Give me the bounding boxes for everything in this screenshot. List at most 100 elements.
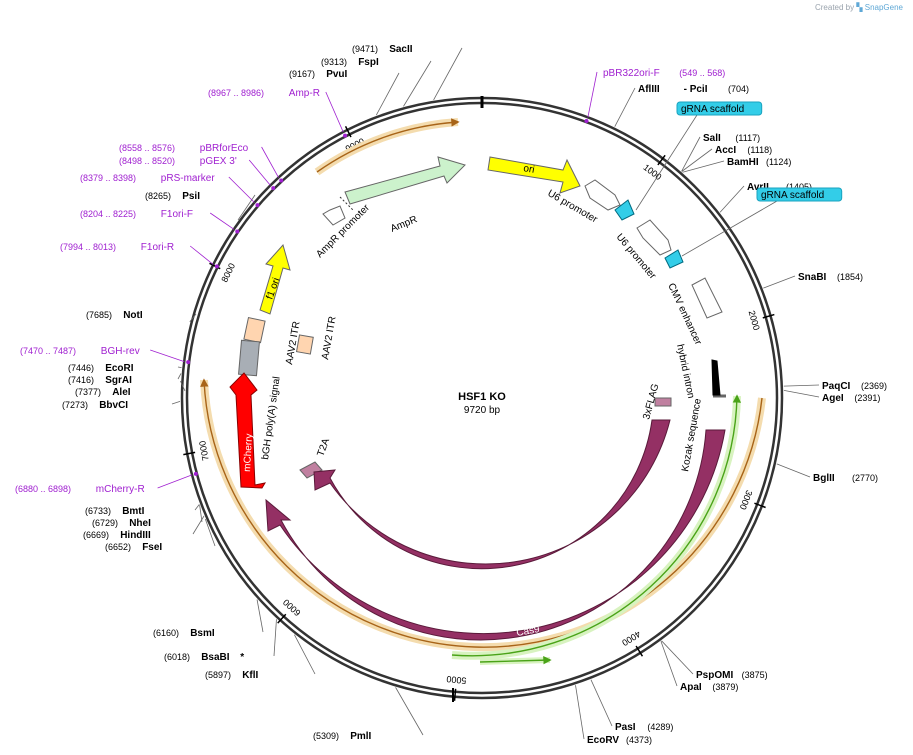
- enzyme-position: (9167): [289, 69, 315, 79]
- enzyme-site[interactable]: (9167)PvuI: [289, 69, 348, 80]
- enzyme-leader-line: [719, 185, 745, 213]
- enzyme-position: (6733): [85, 506, 111, 516]
- mcherry-label: mCherry: [242, 433, 255, 472]
- primer-site[interactable]: (8204 .. 8225)F1ori-F: [80, 209, 193, 220]
- enzyme-leader-line: [783, 389, 820, 398]
- enzyme-site[interactable]: (7273)BbvCI: [62, 400, 128, 411]
- enzyme-site[interactable]: (9471)SacII: [352, 44, 413, 55]
- enzyme-site[interactable]: (7446)EcoRI: [68, 363, 134, 374]
- enzyme-name: EcoRI: [105, 363, 134, 374]
- enzyme-site[interactable]: (7685)NotI: [86, 310, 143, 321]
- enzyme-name: SnaBI: [798, 272, 827, 283]
- enzyme-site[interactable]: PaqCI(2369): [822, 381, 887, 392]
- enzyme-site[interactable]: (5897)KflI: [205, 670, 259, 681]
- enzyme-site[interactable]: AgeI(2391): [822, 393, 880, 404]
- enzyme-position: (6160): [153, 628, 179, 638]
- enzyme-site[interactable]: AflIII- PciI(704): [638, 84, 749, 95]
- primer-site[interactable]: (8967 .. 8986)Amp-R: [208, 88, 320, 99]
- enzyme-site[interactable]: SnaBI(1854): [798, 272, 863, 283]
- enzyme-site[interactable]: SalI(1117): [703, 133, 760, 144]
- cas9-outer-feature[interactable]: [265, 429, 726, 641]
- enzyme-site[interactable]: (8265)PsiI: [145, 191, 200, 202]
- t2a-feature[interactable]: [299, 461, 323, 479]
- primer-site[interactable]: (8498 .. 8520)pGEX 3': [119, 156, 237, 167]
- enzyme-site[interactable]: BglII(2770): [813, 473, 878, 484]
- enzyme-name: PasI: [615, 722, 636, 733]
- enzyme-position: (3879): [712, 682, 738, 692]
- ori-feature[interactable]: [487, 156, 581, 194]
- cmv-enhancer-feature[interactable]: [691, 277, 723, 319]
- enzyme-leader-line: [661, 640, 694, 675]
- primer-site[interactable]: (7994 .. 8013)F1ori-R: [60, 242, 174, 253]
- enzyme-site[interactable]: EcoRV(4373): [587, 735, 652, 746]
- enzyme-site[interactable]: (6733)BmtI: [85, 506, 145, 517]
- enzyme-site[interactable]: BamHI(1124): [727, 157, 791, 168]
- primer-leader-line: [587, 71, 598, 118]
- aav2-itr-2-feature[interactable]: [295, 334, 314, 355]
- u6-promoter-1-feature[interactable]: [584, 179, 621, 211]
- created-by-credit: Created by ▚ SnapGene: [815, 3, 903, 12]
- ori-label: ori: [522, 163, 535, 176]
- enzyme-site[interactable]: (6160)BsmI: [153, 628, 215, 639]
- primer-mark: [271, 186, 276, 191]
- enzyme-site[interactable]: PasI (4289): [615, 722, 673, 733]
- enzyme-site[interactable]: ApaI (3879): [680, 682, 738, 693]
- cas9-inner-feature[interactable]: [313, 419, 671, 570]
- enzyme-site[interactable]: (7377)AleI: [75, 387, 131, 398]
- primer-site[interactable]: pBR322ori-F(549 .. 568): [603, 68, 725, 79]
- enzyme-position: (7685): [86, 310, 112, 320]
- enzyme-site[interactable]: (6652)FseI: [105, 542, 162, 553]
- ampr-label: AmpR: [389, 214, 419, 235]
- enzyme-site[interactable]: AvrII(1405): [747, 182, 812, 193]
- primer-leader-line: [248, 159, 271, 186]
- orf-arcs: [200, 118, 766, 665]
- enzyme-position: (4289): [647, 722, 673, 732]
- grna-scaffold-tag[interactable]: gRNA scaffold: [676, 101, 763, 116]
- enzyme-site[interactable]: AccI(1118): [715, 145, 772, 156]
- grna-scaffold-2-feature[interactable]: [664, 249, 684, 269]
- grna-leader-line: [681, 200, 778, 257]
- enzyme-name: BbvCI: [99, 400, 128, 411]
- u6-promoter-2-feature[interactable]: [636, 219, 672, 256]
- primer-site[interactable]: (6880 .. 6898)mCherry-R: [15, 484, 145, 495]
- enzyme-site[interactable]: (6669)HindIII: [83, 530, 151, 541]
- hybrid-intron-feature[interactable]: [711, 359, 721, 396]
- enzyme-site[interactable]: (6018)BsaBI*: [164, 652, 244, 663]
- f1-ori-feature[interactable]: [259, 243, 291, 315]
- grna-scaffold-1-feature[interactable]: [614, 199, 635, 221]
- tick-mark: [657, 154, 666, 166]
- primer-site[interactable]: (7470 .. 7487)BGH-rev: [20, 346, 140, 357]
- mcherry-feature[interactable]: [229, 372, 267, 489]
- aav2-itr-1-feature[interactable]: [243, 316, 266, 344]
- enzyme-position: (4373): [626, 735, 652, 745]
- tick-label: 3000: [738, 489, 755, 511]
- primer-range: (8498 .. 8520): [119, 156, 175, 166]
- enzyme-position: (5897): [205, 670, 231, 680]
- 3xflag-feature[interactable]: [654, 397, 672, 407]
- enzyme-leader-line: [403, 60, 432, 107]
- enzyme-site[interactable]: (6729)NheI: [92, 518, 151, 529]
- ampr-promoter-feature[interactable]: [322, 205, 346, 226]
- enzyme-site[interactable]: PspOMI(3875): [696, 670, 768, 681]
- primer-mark: [255, 203, 260, 208]
- enzyme-site[interactable]: (9313)FspI: [321, 57, 379, 68]
- primer-site[interactable]: (8558 .. 8576)pBRforEco: [119, 143, 249, 154]
- grna-scaffold-tag[interactable]: gRNA scaffold: [756, 187, 843, 202]
- ampr-feature[interactable]: [344, 156, 466, 205]
- primer-mark: [343, 133, 348, 138]
- enzyme-name: ApaI: [680, 682, 702, 693]
- enzyme-site[interactable]: (5309)PmlI: [313, 731, 372, 742]
- primer-name: pBR322ori-F: [603, 68, 660, 79]
- enzyme-leader-line: [171, 400, 181, 405]
- ampr-promoter-label: AmpR promoter: [314, 202, 372, 260]
- primer-site[interactable]: (8379 .. 8398)pRS-marker: [80, 173, 215, 184]
- enzyme-position: (1405): [786, 182, 812, 192]
- enzyme-leader-line: [256, 599, 264, 633]
- enzyme-site[interactable]: (7416)SgrAI: [68, 375, 132, 386]
- primer-leader-line: [150, 349, 185, 363]
- credit-brand: SnapGene: [864, 3, 903, 12]
- primer-mark: [279, 178, 284, 183]
- grna-tag-box: [756, 187, 843, 202]
- bgh-polya-feature[interactable]: [238, 339, 260, 377]
